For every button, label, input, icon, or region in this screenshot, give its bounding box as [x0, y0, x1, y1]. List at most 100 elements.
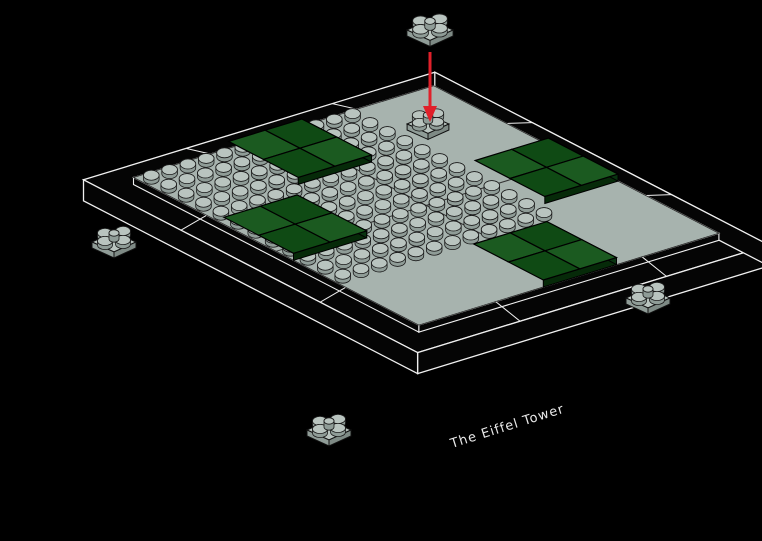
- plate-stud-top: [432, 154, 448, 164]
- plate-stud-top: [233, 171, 249, 181]
- plate-stud-top: [358, 191, 374, 201]
- plate-stud-top: [232, 186, 248, 196]
- plate-stud-top: [378, 156, 394, 166]
- plate-stud-top: [231, 201, 247, 211]
- plate-stud-top: [217, 148, 233, 158]
- plate-stud-top: [518, 213, 534, 223]
- plate-stud-top: [393, 209, 409, 219]
- plate-stud-top: [428, 212, 444, 222]
- plate-stud-top: [483, 195, 499, 205]
- plate-stud-top: [144, 170, 160, 180]
- plate-stud-top: [447, 206, 463, 216]
- plate-stud-top: [322, 187, 338, 197]
- plate-stud-top: [448, 177, 464, 187]
- plate-stud-top: [463, 230, 479, 240]
- plate-stud-top: [345, 109, 361, 119]
- plate-stud-top: [178, 188, 194, 198]
- plate-stud-top: [481, 224, 497, 234]
- plate-stud-top: [392, 223, 408, 233]
- plate-stud-top: [372, 258, 388, 268]
- plate-stud-top: [413, 174, 429, 184]
- plate-stud-top: [198, 168, 214, 178]
- plate-stud-top: [376, 185, 392, 195]
- plate-stud-top: [362, 118, 378, 128]
- plate-stud-top: [466, 186, 482, 196]
- plate-stud-top: [482, 210, 498, 220]
- plate-stud-top: [375, 200, 391, 210]
- plate-stud-top: [390, 252, 406, 262]
- plate-stud-top: [412, 188, 428, 198]
- plate-stud-top: [410, 218, 426, 228]
- plate-stud-top: [393, 194, 409, 204]
- plate-stud-top: [340, 182, 356, 192]
- plate-stud-top: [318, 260, 334, 270]
- plate-stud-top: [180, 159, 196, 169]
- plate-stud-top: [269, 175, 285, 185]
- plate-stud-top: [397, 136, 413, 146]
- plate-stud-top: [414, 145, 430, 155]
- plate-stud-top: [408, 247, 424, 257]
- plate-stud-top: [467, 172, 483, 182]
- plate-stud-top: [426, 241, 442, 251]
- plate-stud-top: [374, 214, 390, 224]
- plate-stud-top: [251, 180, 267, 190]
- plate-stud-top: [447, 192, 463, 202]
- plate-stud-top: [446, 221, 462, 231]
- plate-stud-top: [214, 192, 230, 202]
- plate-stud-top: [395, 165, 411, 175]
- plate-stud-top: [250, 195, 266, 205]
- corner-center-stud-top: [109, 230, 119, 236]
- plate-stud-top: [414, 159, 430, 169]
- plate-stud-top: [353, 264, 369, 274]
- plate-stud-top: [339, 196, 355, 206]
- plate-stud-top: [162, 165, 178, 175]
- plate-stud-top: [379, 141, 395, 151]
- plate-stud-top: [373, 229, 389, 239]
- plate-stud-top: [377, 170, 393, 180]
- plate-stud-top: [361, 132, 377, 142]
- plate-stud-top: [500, 219, 516, 229]
- plate-stud-top: [430, 183, 446, 193]
- plate-stud-top: [396, 150, 412, 160]
- plate-stud-top: [213, 206, 229, 216]
- plate-stud-top: [394, 179, 410, 189]
- plate-stud-top: [484, 181, 500, 191]
- plate-stud-top: [429, 197, 445, 207]
- plate-stud-top: [391, 238, 407, 248]
- plate-stud-top: [359, 176, 375, 186]
- plate-stud-top: [344, 123, 360, 133]
- plate-stud-top: [409, 232, 425, 242]
- plate-stud-top: [501, 190, 517, 200]
- plate-stud-top: [252, 166, 268, 176]
- corner-center-stud-top: [643, 286, 653, 292]
- plate-stud-top: [380, 127, 396, 137]
- plate-stud-top: [197, 183, 213, 193]
- plate-stud-top: [519, 199, 535, 209]
- plate-stud-top: [411, 203, 427, 213]
- plate-stud-top: [335, 269, 351, 279]
- plate-stud-top: [286, 184, 302, 194]
- corner-center-stud-top: [425, 18, 436, 25]
- plate-stud-top: [501, 204, 517, 214]
- plate-stud-top: [198, 153, 214, 163]
- plate-stud-top: [161, 179, 177, 189]
- plate-stud-top: [464, 215, 480, 225]
- plate-stud-top: [196, 197, 212, 207]
- plate-stud-top: [449, 163, 465, 173]
- plate-stud-top: [215, 177, 231, 187]
- plate-stud-top: [445, 236, 461, 246]
- plate-stud-top: [427, 227, 443, 237]
- plate-stud-top: [179, 174, 195, 184]
- plate-stud-top: [336, 255, 352, 265]
- plate-stud-top: [465, 201, 481, 211]
- plate-stud-top: [234, 157, 250, 167]
- plate-stud-top: [354, 249, 370, 259]
- plate-stud-top: [357, 205, 373, 215]
- plate-stud-top: [431, 168, 447, 178]
- plate-stud-top: [327, 114, 343, 124]
- plate-stud-top: [216, 162, 232, 172]
- plate-stud-top: [268, 189, 284, 199]
- corner-center-stud-top: [324, 418, 334, 424]
- plate-stud-top: [372, 243, 388, 253]
